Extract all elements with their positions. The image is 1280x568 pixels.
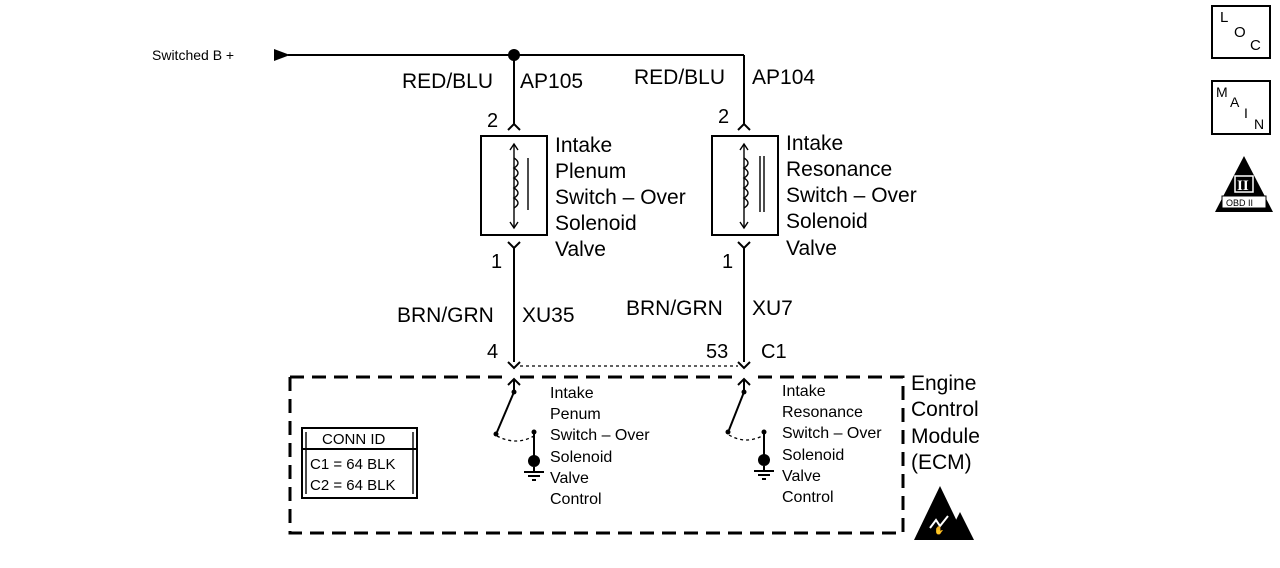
solenoid-label-2-line2: Resonance [786, 158, 892, 181]
ecm-label-line4: (ECM) [911, 451, 972, 474]
ecm-control-1-line5: Valve [550, 470, 589, 487]
pin-top-2: 2 [718, 106, 729, 128]
solenoid-label-1-line3: Switch – Over [555, 186, 686, 209]
ecm-switch-2 [725, 377, 774, 480]
power-arrow-icon [274, 49, 290, 61]
solenoid-label-2-line5: Valve [786, 237, 837, 260]
svg-text:OBD II: OBD II [1226, 198, 1253, 208]
solenoid-label-2-line3: Switch – Over [786, 184, 917, 207]
svg-text:II: II [1237, 178, 1249, 194]
wire-color-top-2: RED/BLU [634, 66, 725, 89]
ecm-connector-2-icon [737, 361, 751, 370]
ecm-module: Engine Control Module (ECM) ✋ CONN ID C1… [288, 372, 980, 540]
ecm-label-line1: Engine [911, 372, 976, 395]
switched-b-plus-label: Switched B + [152, 47, 234, 63]
svg-text:A: A [1230, 94, 1240, 110]
pin-bottom-1: 1 [491, 251, 502, 273]
svg-text:L: L [1220, 9, 1228, 26]
switch-blade [496, 391, 515, 433]
solenoid-arrow-down-icon [509, 221, 519, 230]
wire-color-top-1: RED/BLU [402, 70, 493, 93]
ecm-control-2-line4: Solenoid [782, 447, 844, 464]
wire-color-bottom-2: BRN/GRN [626, 297, 723, 320]
ecm-control-1-line1: Intake [550, 385, 594, 402]
ecm-connector-label: C1 [761, 341, 787, 363]
connector-bottom-1-icon [507, 241, 521, 250]
solenoid-box-1 [480, 135, 548, 236]
solenoid-arrow-up-icon [509, 142, 519, 151]
circuit-resonance: RED/BLU AP104 2 Intake Resonance Switch … [626, 66, 917, 370]
solenoid-arrow-up-icon [739, 142, 749, 151]
ecm-label-line3: Module [911, 425, 980, 448]
circuit-plenum: RED/BLU AP105 2 Intake Plenum Switch – O… [397, 70, 686, 370]
conn-id-row-2: C2 = 64 BLK [310, 477, 395, 494]
svg-text:I: I [1244, 105, 1248, 121]
ecm-control-1-line2: Penum [550, 406, 601, 423]
obd-ii-icon[interactable]: II OBD II [1215, 156, 1273, 212]
pin-bottom-2: 1 [722, 251, 733, 273]
coil-icon [512, 157, 519, 209]
connector-top-1-icon [507, 122, 521, 131]
circuit-id-top-2: AP104 [752, 66, 815, 89]
connector-bottom-2-icon [737, 241, 751, 250]
svg-text:C: C [1250, 37, 1261, 54]
circuit-id-bottom-2: XU7 [752, 297, 793, 320]
power-feed: Switched B + [152, 47, 745, 125]
solenoid-label-1-line2: Plenum [555, 160, 626, 183]
wire-color-bottom-1: BRN/GRN [397, 304, 494, 327]
svg-text:✋: ✋ [934, 525, 944, 535]
ecm-control-2-line2: Resonance [782, 404, 863, 421]
ecm-control-2-line1: Intake [782, 383, 826, 400]
ecm-control-2-line6: Control [782, 489, 834, 506]
solenoid-arrow-down-icon [739, 221, 749, 230]
ecm-pin-2: 53 [706, 341, 728, 363]
conn-id-title: CONN ID [322, 431, 386, 448]
svg-text:N: N [1254, 116, 1264, 132]
svg-text:O: O [1234, 24, 1246, 41]
ecm-control-1-line4: Solenoid [550, 449, 612, 466]
ecm-border [288, 375, 905, 535]
main-badge[interactable]: M A I N [1211, 80, 1271, 135]
pin-top-1: 2 [487, 110, 498, 132]
solenoid-label-1-line5: Valve [555, 238, 606, 261]
ecm-control-1-line6: Control [550, 491, 602, 508]
svg-text:M: M [1216, 84, 1228, 100]
conn-id-table: CONN ID C1 = 64 BLK C2 = 64 BLK [301, 427, 418, 499]
ecm-pin-1: 4 [487, 341, 498, 363]
circuit-id-bottom-1: XU35 [522, 304, 575, 327]
ecm-connector-1-icon [507, 361, 521, 370]
ecm-control-2-line3: Switch – Over [782, 425, 882, 442]
ecm-control-2-line5: Valve [782, 468, 821, 485]
conn-id-row-1: C1 = 64 BLK [310, 456, 395, 473]
ecm-label-line2: Control [911, 398, 979, 421]
solenoid-label-1-line4: Solenoid [555, 212, 637, 235]
switch-blade [728, 391, 745, 431]
solenoid-box-2 [711, 135, 779, 236]
coil-icon [742, 157, 749, 209]
solenoid-label-2-line4: Solenoid [786, 210, 868, 233]
solenoid-label-2-line1: Intake [786, 132, 843, 155]
circuit-id-top-1: AP105 [520, 70, 583, 93]
solenoid-label-1-line1: Intake [555, 134, 612, 157]
loc-badge[interactable]: L O C [1211, 5, 1271, 59]
esd-warning-icon: ✋ [914, 486, 974, 540]
ecm-switch-1 [493, 377, 544, 481]
ecm-control-1-line3: Switch – Over [550, 427, 650, 444]
connector-top-2-icon [737, 122, 751, 131]
